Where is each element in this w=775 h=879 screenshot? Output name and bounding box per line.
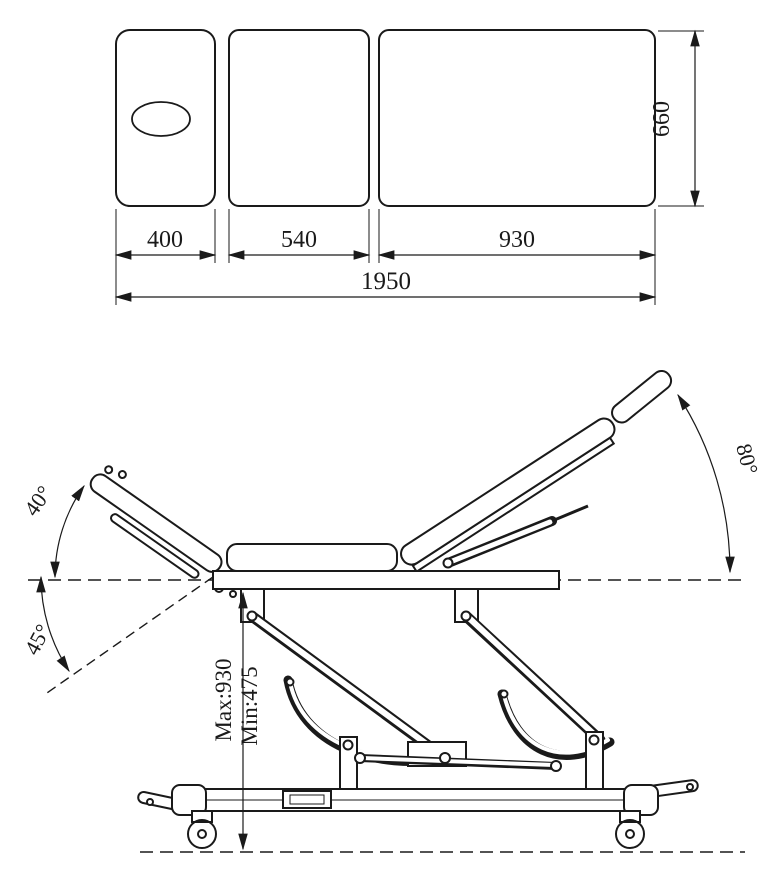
- head-adjust-knob-2: [117, 470, 127, 480]
- caster-fork-left: [191, 810, 213, 823]
- caster-wheel-right: [615, 819, 645, 849]
- head-lowered-reference-line: [43, 576, 214, 696]
- pivot-bolt: [588, 734, 600, 746]
- angle-arc-backrest: 80°: [677, 393, 763, 574]
- height-dimension: Max:930 Min:475: [211, 591, 262, 851]
- top-view: 400 540 930 1950 660: [114, 29, 704, 305]
- side-view: 40° 45° 80° Max:930 Min:475: [19, 369, 763, 853]
- seat-section-top: [228, 29, 370, 207]
- dimension-head-length: 400: [114, 227, 217, 260]
- back-section-top: [378, 29, 656, 207]
- pedal-bolt-right: [686, 783, 694, 791]
- pivot-bolt: [342, 739, 354, 751]
- lift-mechanism: [240, 588, 615, 791]
- seat-cushion: [226, 543, 398, 572]
- backrest-gas-spring: [442, 504, 589, 569]
- dim-height-min: Min:475: [237, 666, 262, 745]
- pivot-bolt: [285, 677, 295, 687]
- dim-total-length: 1950: [361, 268, 411, 295]
- angle-label-head-lower: 45°: [19, 620, 56, 659]
- angle-arc-head-raise: 40°: [19, 481, 85, 579]
- head-cushion: [89, 473, 223, 573]
- base-frame: [137, 779, 699, 816]
- base-control-box-inner: [289, 794, 325, 805]
- caster-right: [615, 810, 645, 849]
- dim-back-section-length: 930: [499, 227, 535, 253]
- pivot-bolt: [246, 610, 258, 622]
- pivot-bolt: [499, 689, 509, 699]
- head-section: [89, 465, 223, 579]
- backrest-top-pad: [611, 369, 673, 424]
- pivot-bolt: [550, 760, 562, 772]
- pivot-bolt: [354, 752, 366, 764]
- backrest-support-bar: [411, 436, 616, 573]
- base-end-cap-left: [171, 784, 207, 816]
- head-hinge-bolt-2: [229, 590, 237, 598]
- head-section-top: [115, 29, 216, 207]
- angle-label-backrest: 80°: [731, 441, 763, 477]
- dim-seat-section-length: 540: [281, 227, 317, 253]
- dim-table-width: 660: [649, 101, 675, 137]
- caster-wheel-left: [187, 819, 217, 849]
- face-hole: [131, 101, 191, 137]
- head-support-bar: [110, 513, 200, 579]
- caster-hub-left: [197, 829, 207, 839]
- head-adjust-knob-1: [104, 465, 114, 475]
- angle-arc-head-lower: 45°: [19, 575, 70, 673]
- caster-hub-right: [625, 829, 635, 839]
- backrest-section: [400, 369, 673, 573]
- angle-label-head-raise: 40°: [19, 481, 57, 521]
- gas-spring-pivot-bolt: [442, 557, 454, 569]
- dimension-table-width: 660: [649, 29, 700, 208]
- dim-height-max: Max:930: [211, 658, 236, 741]
- pedal-bolt-left: [146, 798, 154, 806]
- dimension-total-length: 1950: [114, 268, 657, 302]
- dim-head-section-length: 400: [147, 227, 183, 253]
- table-frame-bar: [212, 570, 560, 590]
- caster-left: [187, 810, 217, 849]
- dimension-seat-length: 540: [227, 227, 371, 260]
- dimension-back-length: 930: [377, 227, 657, 260]
- pivot-bolt: [460, 610, 472, 622]
- caster-fork-right: [619, 810, 641, 823]
- backrest-cushion: [400, 417, 616, 566]
- pivot-bolt: [439, 752, 451, 764]
